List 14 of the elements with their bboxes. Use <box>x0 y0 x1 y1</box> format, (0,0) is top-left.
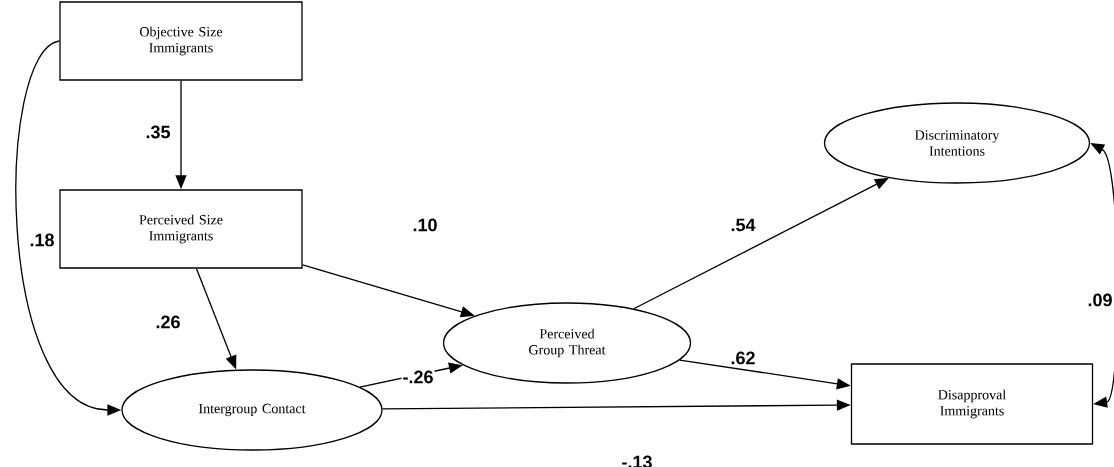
edge-label: .18 <box>28 232 56 248</box>
edge-label: -.26 <box>401 369 435 385</box>
edge-label: .26 <box>154 314 182 330</box>
edge-label: .09 <box>1086 292 1114 308</box>
ellipse-node: Perceived Group Threat <box>442 302 692 384</box>
edge-label: .62 <box>729 350 757 366</box>
edge-label: .54 <box>729 217 757 233</box>
edge-label: .35 <box>144 124 172 140</box>
box-node: Perceived Size Immigrants <box>59 189 303 269</box>
ellipse-node: Discriminatory Intentions <box>823 102 1091 184</box>
edge-label: .10 <box>411 217 439 233</box>
box-node: Objective Size Immigrants <box>59 1 303 81</box>
ellipse-node: Intergroup Contact <box>121 369 383 451</box>
box-node: Disapproval Immigrants <box>850 363 1094 445</box>
